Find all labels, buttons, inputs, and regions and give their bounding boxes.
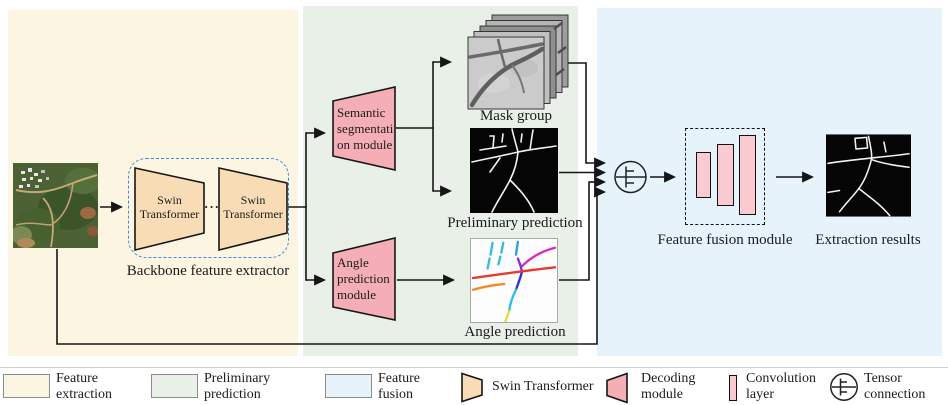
swin-transformer-label-2: Swin Transformer — [223, 193, 283, 221]
legend-convolution-layer-icon — [729, 375, 737, 401]
mask-group-caption: Mask group — [479, 108, 553, 124]
legend-tensor-connection-label: Tensor connection — [864, 371, 926, 402]
feature-fusion-caption: Feature fusion module — [657, 232, 793, 248]
convolution-bar-3 — [739, 135, 756, 215]
extraction-results-caption: Extraction results — [815, 232, 921, 248]
swin-transformer-block-2 — [218, 167, 288, 252]
legend-decoding-module-icon — [606, 372, 628, 404]
semantic-segmentation-module — [332, 85, 396, 172]
legend-swin-transformer-icon — [461, 372, 483, 403]
legend-swin-transformer-label: Swin Transformer — [492, 379, 594, 394]
legend-tensor-connection-icon — [830, 373, 858, 401]
mask-group-image — [467, 14, 569, 110]
semantic-module-label: Semantic segmentati on module — [337, 105, 394, 152]
feature-fusion-box — [685, 128, 765, 225]
legend-convolution-layer-label: Convolution layer — [746, 371, 817, 402]
ellipsis-dots: ··· — [204, 199, 221, 214]
preliminary-prediction-image — [470, 128, 558, 213]
angle-module-label: Angle prediction module — [337, 255, 390, 302]
angle-prediction-image — [470, 238, 558, 323]
legend-feature-extraction-label: Feature extraction — [56, 371, 112, 402]
legend-decoding-module-label: Decoding module — [641, 371, 696, 402]
legend-preliminary-prediction-swatch — [151, 374, 198, 398]
swin-transformer-block-1 — [134, 167, 205, 252]
legend-feature-extraction-swatch — [3, 374, 50, 398]
input-satellite-image — [13, 163, 98, 248]
angle-prediction-caption: Angle prediction — [464, 324, 566, 340]
angle-prediction-module — [332, 236, 396, 321]
tensor-connection-icon — [614, 160, 647, 194]
extraction-results-image — [826, 134, 911, 217]
convolution-bar-1 — [696, 152, 711, 198]
backbone-caption: Backbone feature extractor — [126, 263, 290, 279]
convolution-bar-2 — [717, 144, 734, 206]
swin-transformer-label-1: Swin Transformer — [139, 193, 200, 221]
legend-divider — [0, 367, 948, 368]
legend-preliminary-prediction-label: Preliminary prediction — [204, 371, 271, 402]
legend-feature-fusion-swatch — [325, 374, 372, 398]
preliminary-prediction-caption: Preliminary prediction — [447, 215, 583, 231]
legend-feature-fusion-label: Feature fusion — [378, 371, 420, 402]
backbone-dashed-box — [128, 158, 289, 258]
